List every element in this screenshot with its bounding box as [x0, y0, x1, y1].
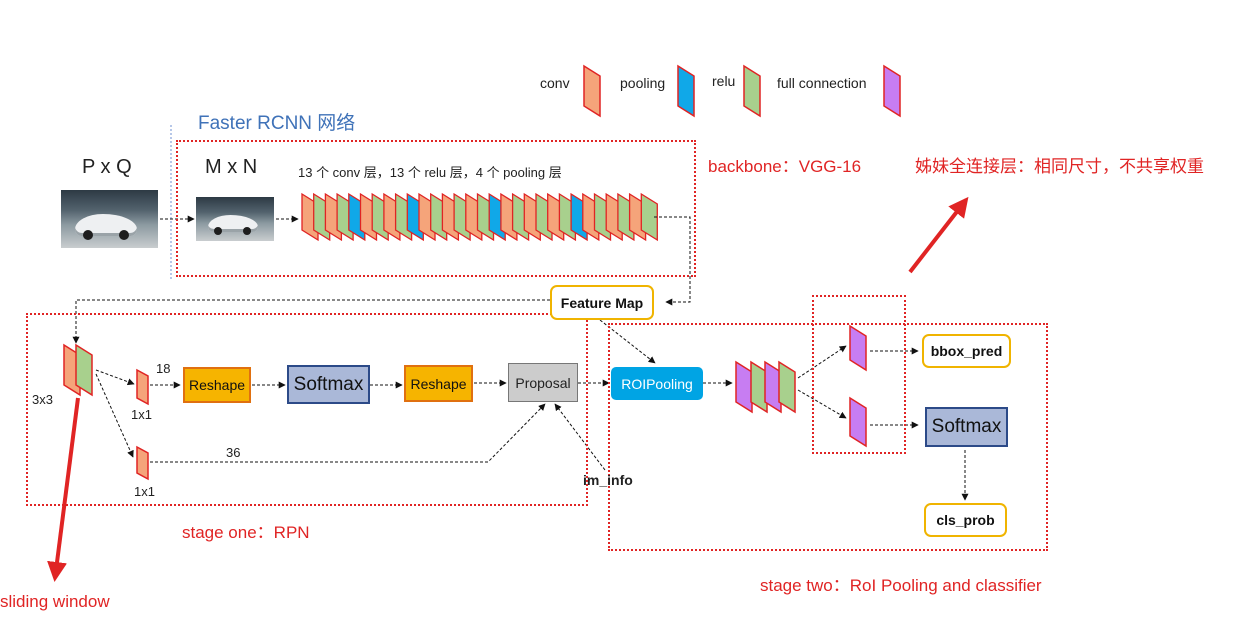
legend-fc-label: full connection: [777, 75, 867, 91]
legend-relu-label: relu: [712, 73, 736, 89]
feature-map-label: Feature Map: [560, 294, 644, 311]
arrow-featuremap-rpn: [72, 299, 550, 344]
annotation-backbone: backbone：VGG-16: [708, 157, 862, 176]
annotation-sister-fc: 姊妹全连接层：相同尺寸，不共享权重: [915, 157, 1204, 176]
legend-fc-swatch: [883, 64, 901, 118]
arrow-iminfo-proposal: [554, 403, 606, 471]
car-wheel: [119, 230, 129, 240]
bbox-pred-box: bbox_pred: [922, 334, 1011, 368]
bbox-pred-label: bbox_pred: [930, 343, 1003, 359]
rpn-36-label: 36: [226, 445, 241, 460]
feature-map-box: Feature Map: [550, 285, 654, 320]
relu-layer-1: [750, 360, 768, 414]
reshape-box-1: Reshape: [183, 367, 251, 403]
rpn-softmax-label: Softmax: [293, 373, 364, 395]
fc-sister-bottom: [849, 396, 867, 448]
rpn-1x1-bottom-label: 1x1: [134, 484, 155, 499]
diagram-title: Faster RCNN 网络: [198, 113, 356, 134]
im-info-label: im_info: [583, 472, 633, 488]
rpn-softmax-box: Softmax: [287, 365, 370, 404]
cls-softmax-label: Softmax: [931, 416, 1002, 437]
backbone-region: [176, 140, 696, 277]
roipooling-label: ROIPooling: [621, 375, 693, 392]
cls-prob-box: cls_prob: [924, 503, 1007, 537]
proposal-box: Proposal: [508, 363, 578, 402]
arrow-36-proposal: [150, 403, 546, 463]
annotation-sliding-window: sliding window: [0, 592, 110, 611]
rpn-18-label: 18: [156, 361, 171, 376]
arrow-to-fc-bottom: [797, 389, 847, 419]
legend-relu-swatch: [743, 64, 761, 118]
rpn-conv1x1-top: [136, 368, 149, 406]
rpn-3x3-label: 3x3: [32, 392, 53, 407]
annotation-arrow-sliding: [47, 397, 80, 582]
relu-layer-2: [778, 360, 796, 414]
mn-label: M x N: [205, 156, 258, 178]
annotation-arrow-sister: [908, 196, 969, 274]
roipooling-box: ROIPooling: [611, 367, 703, 400]
car-wheel: [83, 230, 93, 240]
stage-two-region: [608, 323, 1048, 551]
backbone-layers: [301, 192, 658, 242]
annotation-stage-two: stage two：RoI Pooling and classifier: [760, 576, 1042, 595]
arrow-3x3-1x1top: [95, 369, 135, 386]
fc-layer-1: [735, 360, 753, 414]
proposal-label: Proposal: [515, 374, 571, 391]
backbone-caption: 13 个 conv 层，13 个 relu 层，4 个 pooling 层: [298, 165, 562, 180]
input-image-pq: [61, 190, 158, 248]
rpn-conv1x1-bottom: [136, 445, 149, 481]
fc-layer-2: [764, 360, 782, 414]
sister-fc-region: [812, 295, 906, 454]
cls-prob-label: cls_prob: [936, 512, 995, 528]
car-wheel: [243, 227, 251, 235]
reshape-label-2: Reshape: [410, 375, 467, 392]
arrow-backbone-featuremap: [654, 216, 691, 306]
arrow-3x3-1x1bottom: [95, 373, 134, 458]
rpn-region: [26, 313, 588, 506]
backbone-relu-layer: [640, 192, 658, 242]
rpn-1x1-top-label: 1x1: [131, 407, 152, 422]
car-wheel: [214, 227, 222, 235]
reshape-box-2: Reshape: [404, 365, 473, 402]
cls-softmax-box: Softmax: [925, 407, 1008, 447]
rpn-relu3x3: [75, 343, 93, 397]
legend-pooling-swatch: [677, 64, 695, 118]
pq-label: P x Q: [82, 156, 132, 178]
annotation-stage-one: stage one：RPN: [182, 523, 310, 542]
input-image-mn: [196, 197, 274, 241]
fc-sister-top: [849, 324, 867, 372]
legend-conv-label: conv: [540, 75, 570, 91]
legend-conv-swatch: [583, 64, 601, 118]
legend-pooling-label: pooling: [620, 75, 666, 91]
reshape-label-1: Reshape: [188, 377, 246, 393]
